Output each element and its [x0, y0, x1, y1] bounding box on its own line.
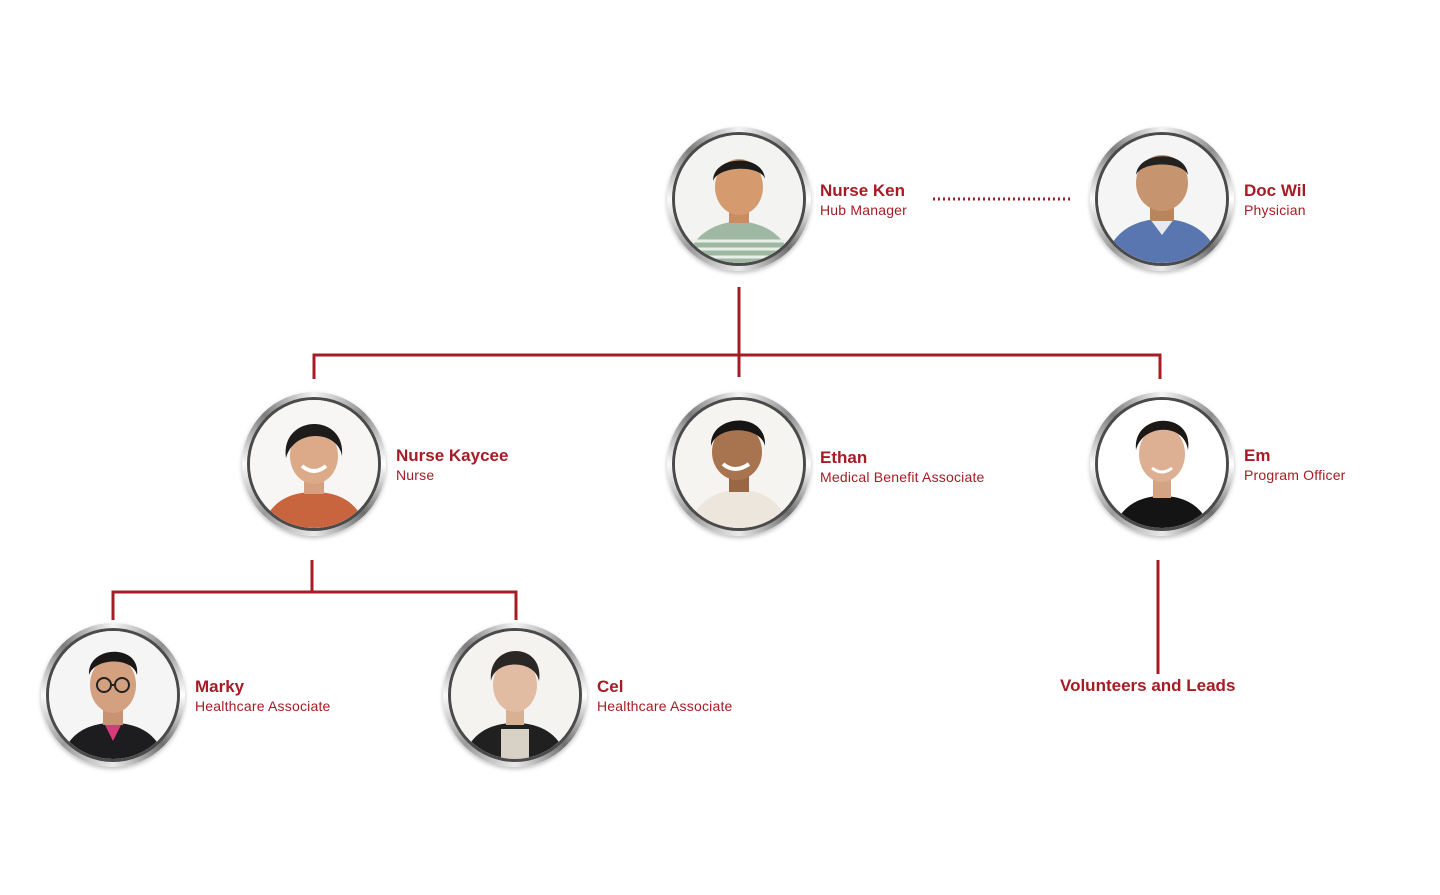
person-role: Hub Manager [820, 202, 908, 218]
avatar-cel [451, 631, 579, 759]
node-nurse-ken [667, 127, 811, 271]
label-em: Em Program Officer [1244, 446, 1346, 484]
label-doc-wil: Doc Wil Physician [1244, 181, 1306, 219]
avatar-nurse-ken [675, 135, 803, 263]
avatar-marky [49, 631, 177, 759]
person-name: Nurse Ken [820, 181, 906, 200]
label-nurse-kaycee: Nurse Kaycee Nurse [396, 446, 508, 484]
volunteers-and-leads-label: Volunteers and Leads [1060, 676, 1236, 695]
person-role: Nurse [396, 467, 435, 483]
label-ethan: Ethan Medical Benefit Associate [820, 448, 985, 486]
person-name: Doc Wil [1244, 181, 1307, 200]
label-cel: Cel Healthcare Associate [597, 677, 733, 715]
connector-kaycee-branch [111, 560, 314, 620]
node-cel [443, 623, 587, 767]
label-nurse-ken: Nurse Ken Hub Manager [820, 181, 907, 219]
avatar-nurse-kaycee [250, 400, 378, 528]
node-em [1090, 392, 1234, 536]
person-role: Program Officer [1244, 467, 1346, 483]
person-name: Ethan [820, 448, 868, 467]
node-ethan [667, 392, 811, 536]
connector-level2-bar [312, 353, 1162, 379]
node-nurse-kaycee [242, 392, 386, 536]
person-name: Marky [195, 677, 245, 696]
person-name: Nurse Kaycee [396, 446, 509, 465]
person-name: Cel [597, 677, 624, 696]
person-role: Healthcare Associate [597, 698, 733, 714]
person-role: Healthcare Associate [195, 698, 331, 714]
person-name: Em [1244, 446, 1271, 465]
person-role: Physician [1244, 202, 1306, 218]
avatar-ethan [675, 400, 803, 528]
avatar-doc-wil [1098, 135, 1226, 263]
label-marky: Marky Healthcare Associate [195, 677, 331, 715]
avatar-em [1098, 400, 1226, 528]
person-role: Medical Benefit Associate [820, 469, 985, 485]
connector-kaycee-branch-right [312, 590, 518, 620]
node-marky [41, 623, 185, 767]
node-doc-wil [1090, 127, 1234, 271]
